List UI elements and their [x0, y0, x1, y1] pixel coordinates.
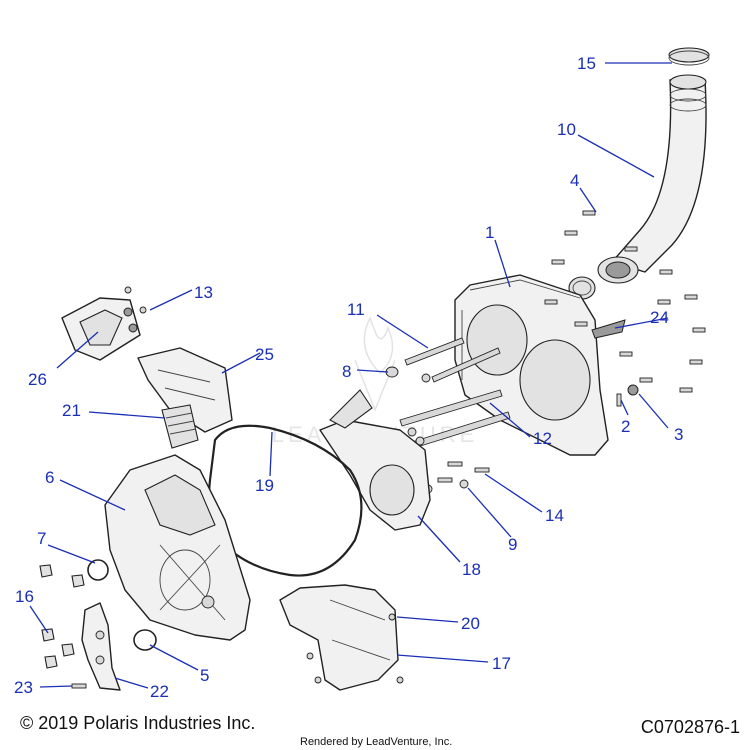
part-plug-3 — [627, 384, 639, 396]
callout-2[interactable]: 2 — [621, 417, 630, 436]
callout-5[interactable]: 5 — [200, 666, 209, 685]
part-plugs-16 — [39, 564, 85, 669]
callout-labels: 1 2 3 4 5 6 7 8 9 10 11 12 13 14 15 16 1… — [14, 54, 683, 701]
part-bracket-22 — [81, 602, 121, 691]
callout-14[interactable]: 14 — [545, 506, 564, 525]
callout-13[interactable]: 13 — [194, 283, 213, 302]
part-seal-24 — [591, 319, 626, 339]
callout-1[interactable]: 1 — [485, 223, 494, 242]
callout-9[interactable]: 9 — [508, 535, 517, 554]
callout-8[interactable]: 8 — [342, 362, 351, 381]
part-screw-13 — [139, 306, 147, 314]
part-clamp-15 — [668, 47, 710, 66]
callout-7[interactable]: 7 — [37, 529, 46, 548]
part-outer-clutch-cover-6 — [104, 454, 251, 641]
callout-16[interactable]: 16 — [15, 587, 34, 606]
callout-19[interactable]: 19 — [255, 476, 274, 495]
callout-4[interactable]: 4 — [570, 171, 579, 190]
rendered-by-text: Rendered by LeadVenture, Inc. — [300, 736, 452, 748]
callout-11[interactable]: 11 — [347, 300, 365, 319]
part-lower-shield-17 — [279, 584, 404, 691]
part-bolt-23 — [71, 683, 87, 689]
callout-6[interactable]: 6 — [45, 468, 54, 487]
callout-20[interactable]: 20 — [461, 614, 480, 633]
part-long-bolts-11-12 — [399, 337, 511, 449]
copyright-text: © 2019 Polaris Industries Inc. — [20, 713, 255, 733]
callout-15[interactable]: 15 — [577, 54, 596, 73]
part-fastener-20 — [388, 613, 396, 621]
callout-12[interactable]: 12 — [533, 429, 552, 448]
callout-25[interactable]: 25 — [255, 345, 274, 364]
callout-21[interactable]: 21 — [62, 401, 81, 420]
part-filter-21 — [161, 404, 199, 449]
callout-10[interactable]: 10 — [557, 120, 576, 139]
part-pin-2 — [616, 393, 622, 407]
callout-24[interactable]: 24 — [650, 308, 669, 327]
part-hardware-9-14 — [407, 427, 490, 494]
part-bolts-4 — [544, 210, 706, 393]
part-oring-5 — [133, 629, 157, 651]
leader-lines — [29, 62, 672, 689]
part-air-box-25 — [137, 347, 233, 433]
callout-17[interactable]: 17 — [492, 654, 511, 673]
part-intake-duct-10 — [597, 74, 707, 284]
callout-18[interactable]: 18 — [462, 560, 481, 579]
callout-3[interactable]: 3 — [674, 425, 683, 444]
part-intake-bracket-26 — [61, 297, 141, 361]
part-oring-7 — [87, 559, 109, 581]
callout-26[interactable]: 26 — [28, 370, 47, 389]
figure-id: C0702876-1 — [641, 717, 740, 737]
callout-23[interactable]: 23 — [14, 678, 33, 697]
callout-22[interactable]: 22 — [150, 682, 169, 701]
